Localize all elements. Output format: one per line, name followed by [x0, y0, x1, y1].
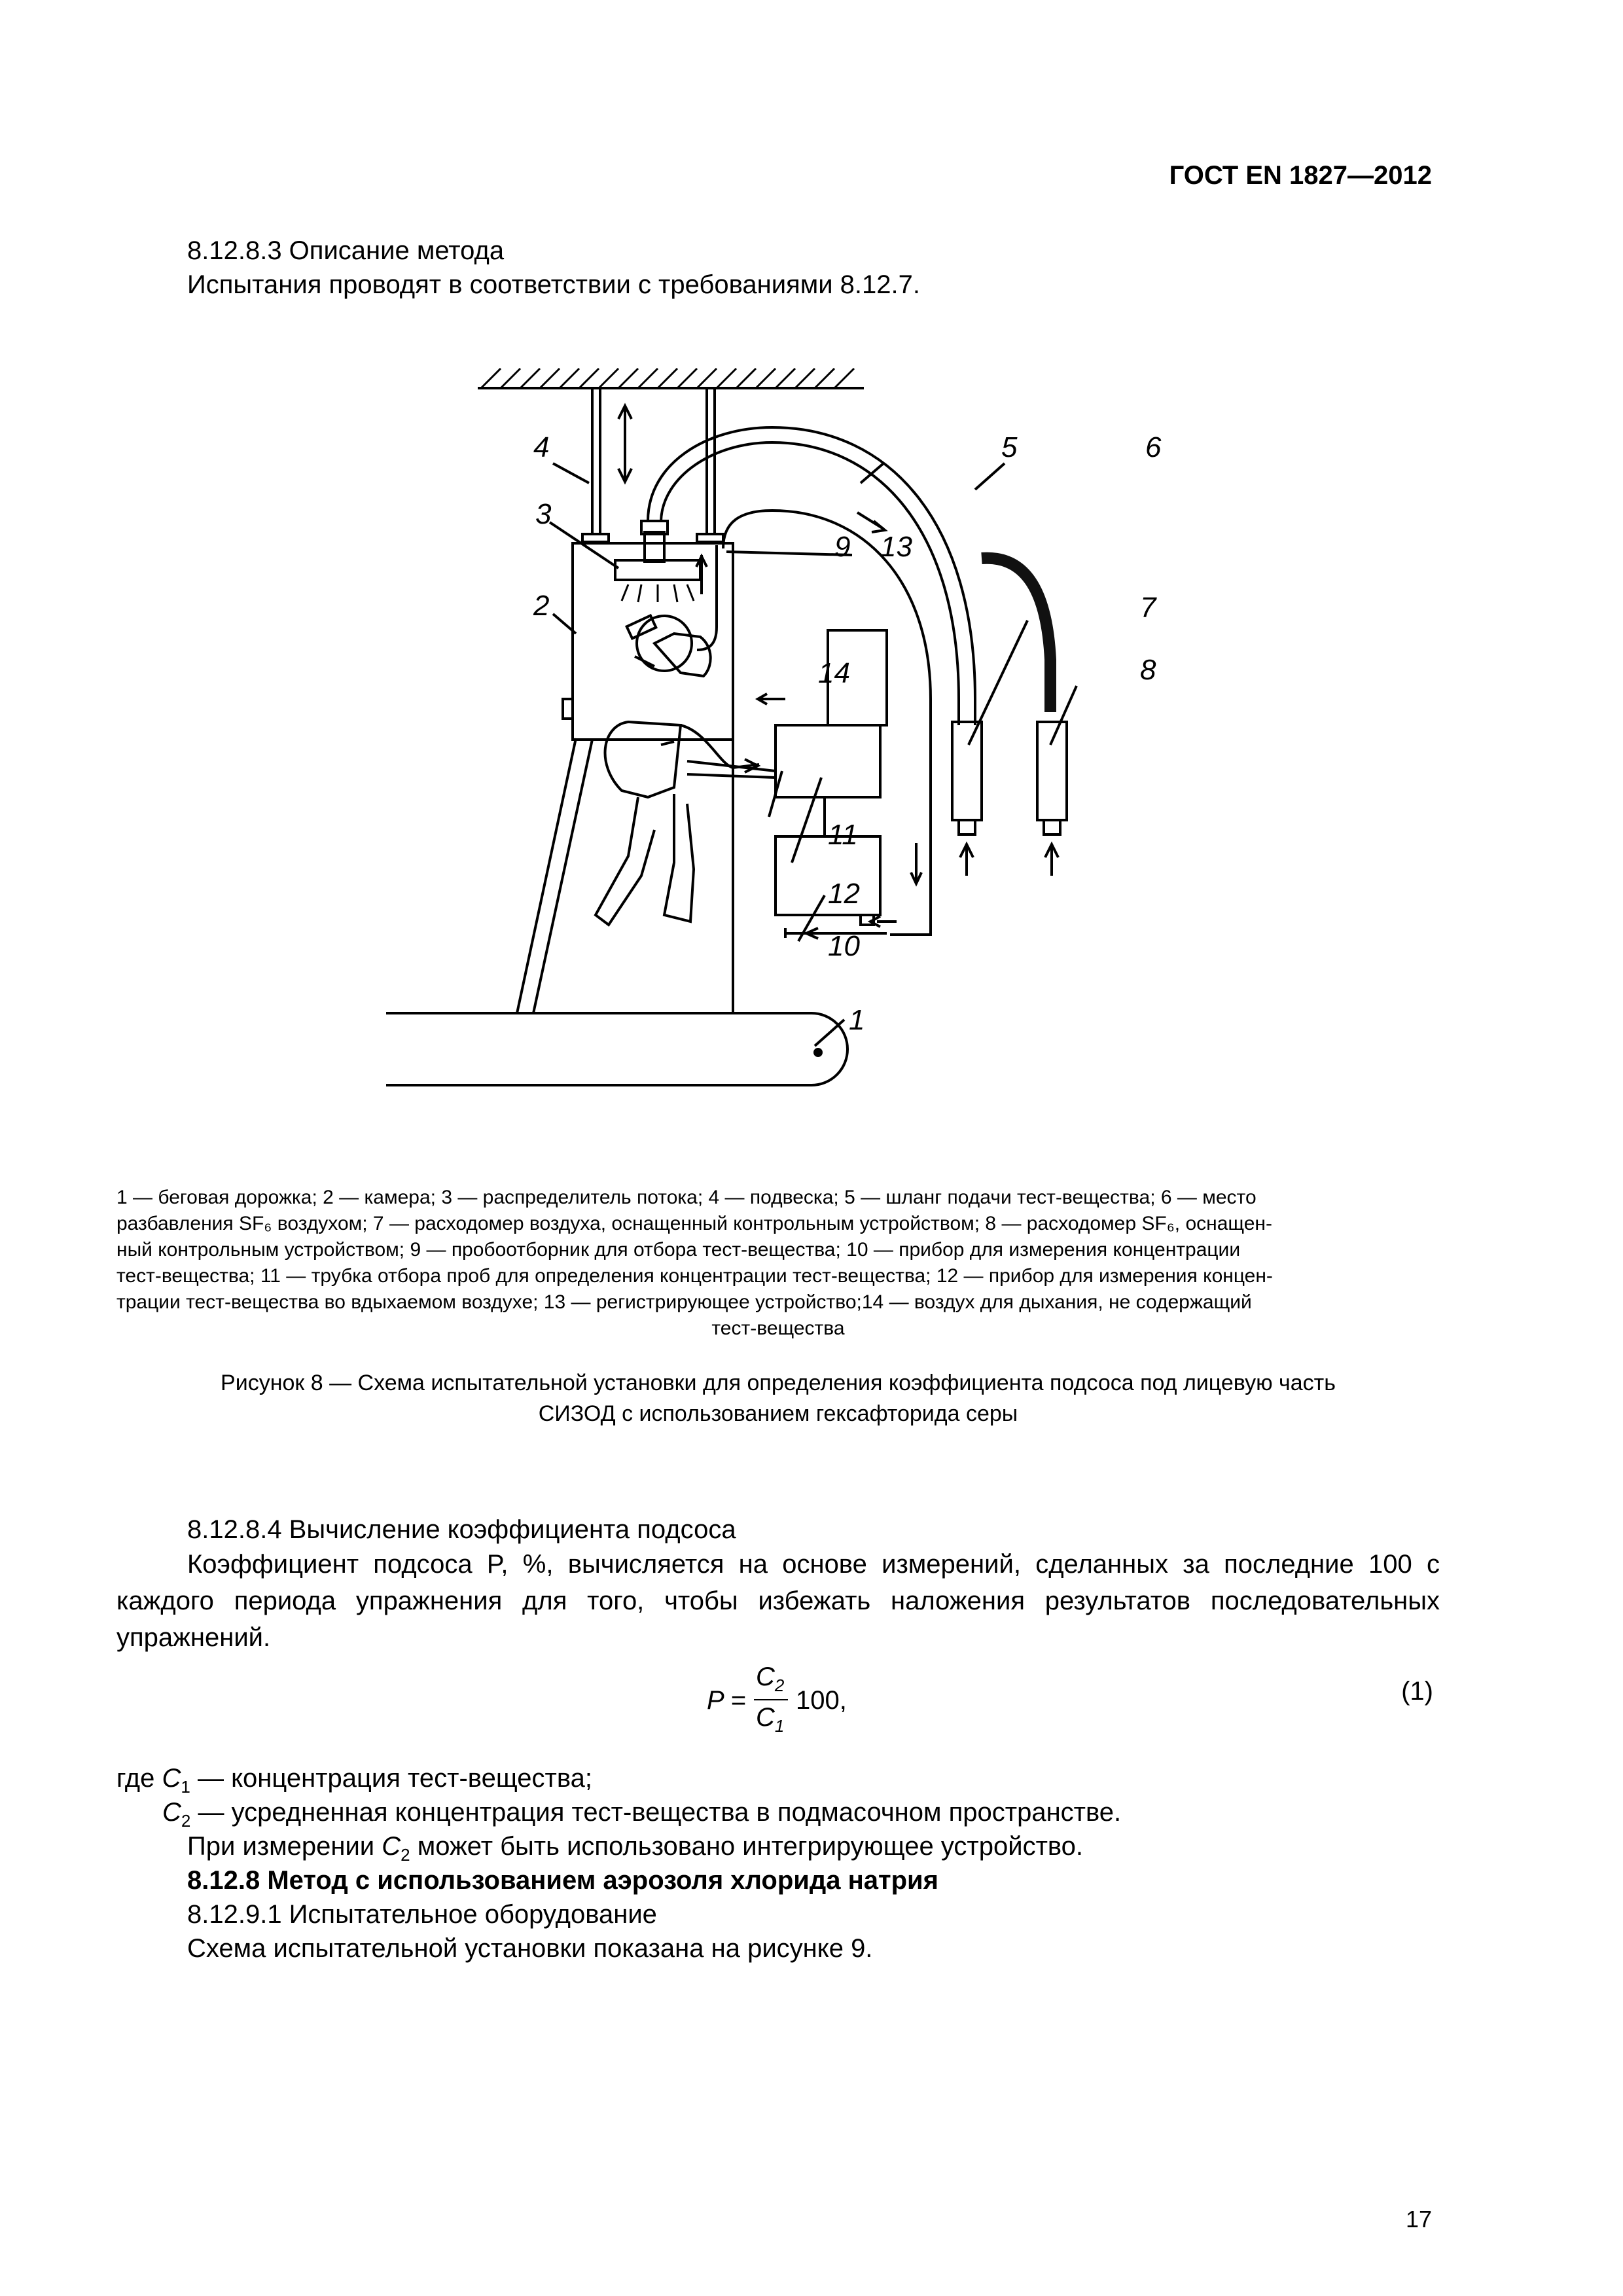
fraction-bar [754, 1699, 788, 1700]
label-6: 6 [1145, 431, 1162, 463]
caption-line-2: СИЗОД с использованием гексафторида серы [538, 1401, 1018, 1426]
label-7: 7 [1140, 592, 1157, 624]
label-12: 12 [828, 878, 860, 910]
equation-number: (1) [1401, 1677, 1433, 1706]
formula-lhs: P = [707, 1686, 746, 1715]
label-11: 11 [828, 819, 858, 851]
section-para-8-12-8-4: Коэффициент подсоса P, %, вычисляется на… [116, 1550, 1440, 1652]
label-10: 10 [828, 930, 860, 962]
section-text-8-12-8-3: Испытания проводят в соответствии с треб… [187, 270, 920, 299]
figure-caption: Рисунок 8 — Схема испытательной установк… [116, 1368, 1440, 1429]
formula-denominator: C1 [756, 1703, 785, 1736]
legend-line: тест-вещества [711, 1318, 845, 1339]
label-4: 4 [533, 431, 549, 463]
legend-line: разбавления SF₆ воздухом; 7 — расходомер… [116, 1213, 1272, 1234]
label-9: 9 [834, 531, 850, 563]
section-title-8-12-8-4: 8.12.8.4 Вычисление коэффициента подсоса [187, 1515, 736, 1544]
label-13: 13 [880, 531, 912, 563]
integrating-note: При измерении C2 может быть использовано… [187, 1832, 1084, 1865]
figure-legend: 1 — беговая дорожка; 2 — камера; 3 — рас… [116, 1185, 1440, 1342]
section-title-8-12-8-3: 8.12.8.3 Описание метода [187, 236, 505, 265]
label-3: 3 [535, 498, 552, 530]
label-14: 14 [818, 657, 850, 689]
legend-line: трации тест-вещества во вдыхаемом воздух… [116, 1291, 1252, 1313]
where-c2: C2 — усредненная концентрация тест-вещес… [162, 1798, 1122, 1831]
where-c1: где C1 — концентрация тест-вещества; [116, 1764, 593, 1797]
formula-1: P = C2 C1 100, [707, 1662, 903, 1741]
formula-numerator: C2 [756, 1662, 785, 1695]
test-setup-diagram: 1 2 3 4 5 6 7 8 9 10 11 12 13 14 [366, 359, 1198, 1170]
caption-line-1: Рисунок 8 — Схема испытательной установк… [221, 1371, 1336, 1395]
section-heading-nacl: 8.12.8 Метод с использованием аэрозоля х… [187, 1866, 938, 1895]
label-1: 1 [849, 1004, 865, 1036]
label-2: 2 [533, 590, 549, 622]
section-title-8-12-9-1: 8.12.9.1 Испытательное оборудование [187, 1900, 657, 1929]
document-header: ГОСТ EN 1827—2012 [1169, 161, 1432, 190]
legend-line: 1 — беговая дорожка; 2 — камера; 3 — рас… [116, 1187, 1257, 1208]
formula-rhs: 100, [796, 1686, 847, 1715]
label-8: 8 [1140, 654, 1156, 686]
label-5: 5 [1001, 431, 1018, 463]
page-number: 17 [1405, 2206, 1432, 2233]
legend-line: тест-вещества; 11 — трубка отбора проб д… [116, 1265, 1273, 1287]
section-text-8-12-9-1: Схема испытательной установки показана н… [187, 1934, 873, 1963]
legend-line: ный контрольным устройством; 9 — пробоот… [116, 1239, 1241, 1261]
